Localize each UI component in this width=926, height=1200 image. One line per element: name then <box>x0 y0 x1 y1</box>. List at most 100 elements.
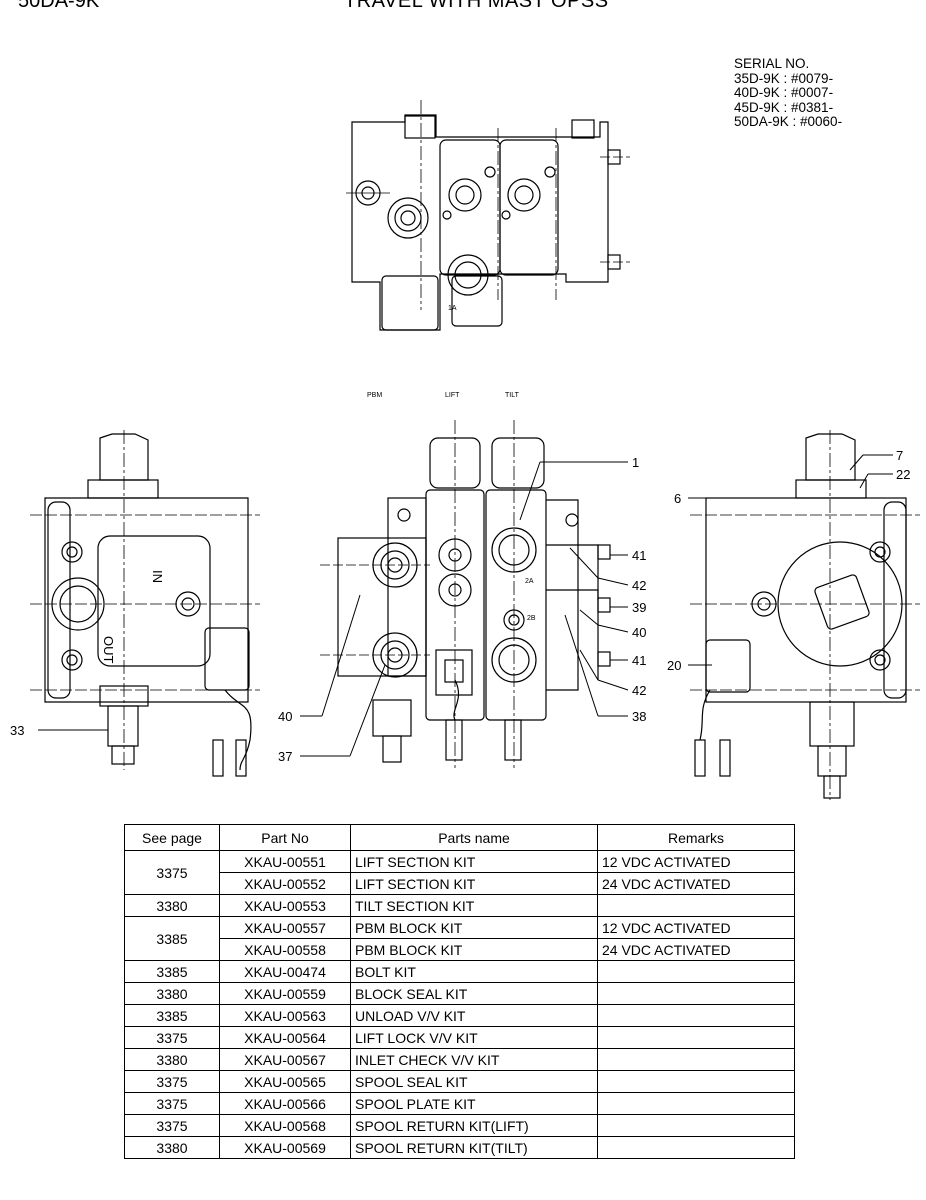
cell-part-no: XKAU-00552 <box>219 872 351 895</box>
cell-parts-name: LIFT SECTION KIT <box>350 850 598 873</box>
port-label-2a: 2A <box>525 578 534 585</box>
callout-1: 1 <box>632 455 639 470</box>
callout-22: 22 <box>896 467 910 482</box>
valve-assembly-drawing: 1A PBM LIFT TILT IN OUT <box>10 100 920 800</box>
cell-remarks <box>597 1092 795 1115</box>
table-row: 3385 XKAU-00563 UNLOAD V/V KIT <box>124 1004 795 1027</box>
cell-see-page: 3375 <box>124 1092 220 1115</box>
callout-39: 39 <box>632 600 646 615</box>
table-row: 3375 XKAU-00565 SPOOL SEAL KIT <box>124 1070 795 1093</box>
cell-parts-name: PBM BLOCK KIT <box>350 938 598 961</box>
table-row: 3375 XKAU-00566 SPOOL PLATE KIT <box>124 1092 795 1115</box>
cell-part-no: XKAU-00553 <box>219 894 351 917</box>
cell-see-page: 3380 <box>124 1136 220 1159</box>
cell-parts-name: LIFT LOCK V/V KIT <box>350 1026 598 1049</box>
table-row: XKAU-00558 PBM BLOCK KIT 24 VDC ACTIVATE… <box>125 938 795 961</box>
header-parts-name: Parts name <box>350 824 598 851</box>
cell-remarks <box>597 1026 795 1049</box>
cell-remarks <box>597 1048 795 1071</box>
table-row: 3380 XKAU-00567 INLET CHECK V/V KIT <box>124 1048 795 1071</box>
cell-remarks: 24 VDC ACTIVATED <box>597 938 795 961</box>
cell-parts-name: SPOOL PLATE KIT <box>350 1092 598 1115</box>
header-part-no: Part No <box>219 824 351 851</box>
callout-40-left: 40 <box>278 709 292 724</box>
cell-remarks: 12 VDC ACTIVATED <box>597 850 795 873</box>
table-header-row: See page Part No Parts name Remarks <box>124 824 795 851</box>
cell-see-page: 3380 <box>124 1048 220 1071</box>
callout-42-lower: 42 <box>632 683 646 698</box>
header-see-page: See page <box>124 824 220 851</box>
callout-6: 6 <box>674 491 681 506</box>
cell-parts-name: INLET CHECK V/V KIT <box>350 1048 598 1071</box>
cell-part-no: XKAU-00557 <box>219 916 351 939</box>
callout-38: 38 <box>632 709 646 724</box>
model-label: 50DA-9K <box>18 0 100 12</box>
section-label-tilt: TILT <box>505 392 520 399</box>
cell-see-page: 3385 <box>124 960 220 983</box>
port-label-2b: 2B <box>527 615 536 622</box>
table-row: 3385 XKAU-00474 BOLT KIT <box>124 960 795 983</box>
table-row: 3375 XKAU-00564 LIFT LOCK V/V KIT <box>124 1026 795 1049</box>
cell-part-no: XKAU-00474 <box>219 960 351 983</box>
cell-remarks <box>597 1136 795 1159</box>
callout-42-upper: 42 <box>632 578 646 593</box>
cell-part-no: XKAU-00559 <box>219 982 351 1005</box>
serial-line: 45D-9K : #0381- <box>734 99 834 115</box>
cell-see-page: 3385 <box>124 1004 220 1027</box>
cell-see-page: 3375 <box>124 1070 220 1093</box>
cell-remarks <box>597 894 795 917</box>
header-remarks: Remarks <box>597 824 795 851</box>
table-row: 3375 XKAU-00568 SPOOL RETURN KIT(LIFT) <box>124 1114 795 1137</box>
cell-parts-name: TILT SECTION KIT <box>350 894 598 917</box>
serial-line: 50DA-9K : #0060- <box>734 114 843 129</box>
cell-remarks: 24 VDC ACTIVATED <box>597 872 795 895</box>
callout-numbers: 1 7 22 6 33 41 42 39 40 41 42 38 40 37 2… <box>10 448 910 764</box>
cell-parts-name: SPOOL RETURN KIT(LIFT) <box>350 1114 598 1137</box>
section-label-pbm: PBM <box>367 392 382 399</box>
in-port-text: IN <box>150 570 165 583</box>
table-row: 3380 XKAU-00559 BLOCK SEAL KIT <box>124 982 795 1005</box>
cell-part-no: XKAU-00568 <box>219 1114 351 1137</box>
cell-part-no: XKAU-00566 <box>219 1092 351 1115</box>
parts-table: See page Part No Parts name Remarks 3375… <box>124 824 795 1159</box>
cell-part-no: XKAU-00563 <box>219 1004 351 1027</box>
section-label-lift: LIFT <box>445 392 460 399</box>
right-side-view <box>690 430 920 800</box>
cell-parts-name: UNLOAD V/V KIT <box>350 1004 598 1027</box>
callout-leaders <box>38 454 893 757</box>
cell-remarks <box>597 1004 795 1027</box>
cell-parts-name: SPOOL RETURN KIT(TILT) <box>350 1136 598 1159</box>
callout-7: 7 <box>896 448 903 463</box>
cell-part-no: XKAU-00567 <box>219 1048 351 1071</box>
table-row: 3380 XKAU-00569 SPOOL RETURN KIT(TILT) <box>124 1136 795 1159</box>
cell-parts-name: BLOCK SEAL KIT <box>350 982 598 1005</box>
cell-parts-name: LIFT SECTION KIT <box>350 872 598 895</box>
cell-remarks <box>597 1114 795 1137</box>
table-row: XKAU-00552 LIFT SECTION KIT 24 VDC ACTIV… <box>125 872 795 895</box>
cell-part-no: XKAU-00564 <box>219 1026 351 1049</box>
cell-remarks <box>597 982 795 1005</box>
serial-number-block: SERIAL NO. 35D-9K : #0079- 40D-9K : #000… <box>734 56 843 130</box>
cell-see-page: 3380 <box>124 982 220 1005</box>
serial-line: 35D-9K : #0079- <box>734 70 834 86</box>
top-view: 1A <box>346 100 630 331</box>
callout-37: 37 <box>278 749 292 764</box>
cell-parts-name: SPOOL SEAL KIT <box>350 1070 598 1093</box>
cell-remarks <box>597 1070 795 1093</box>
cell-part-no: XKAU-00565 <box>219 1070 351 1093</box>
cell-see-page: 3380 <box>124 894 220 917</box>
table-row: 3380 XKAU-00553 TILT SECTION KIT <box>124 894 795 917</box>
callout-41-lower: 41 <box>632 653 646 668</box>
cell-parts-name: BOLT KIT <box>350 960 598 983</box>
front-view: 2A 2B <box>320 420 611 768</box>
cell-part-no: XKAU-00551 <box>219 850 351 873</box>
serial-line: 40D-9K : #0007- <box>734 85 834 100</box>
callout-41-upper: 41 <box>632 548 646 563</box>
callout-33: 33 <box>10 723 24 738</box>
callout-20: 20 <box>667 658 681 673</box>
cell-see-page: 3375 <box>124 1026 220 1049</box>
out-port-text: OUT <box>101 636 116 664</box>
cell-part-no: XKAU-00558 <box>219 938 351 961</box>
table-row: 3375 XKAU-00551 LIFT SECTION KIT 12 VDC … <box>124 850 795 895</box>
left-side-view: IN OUT <box>30 430 260 777</box>
